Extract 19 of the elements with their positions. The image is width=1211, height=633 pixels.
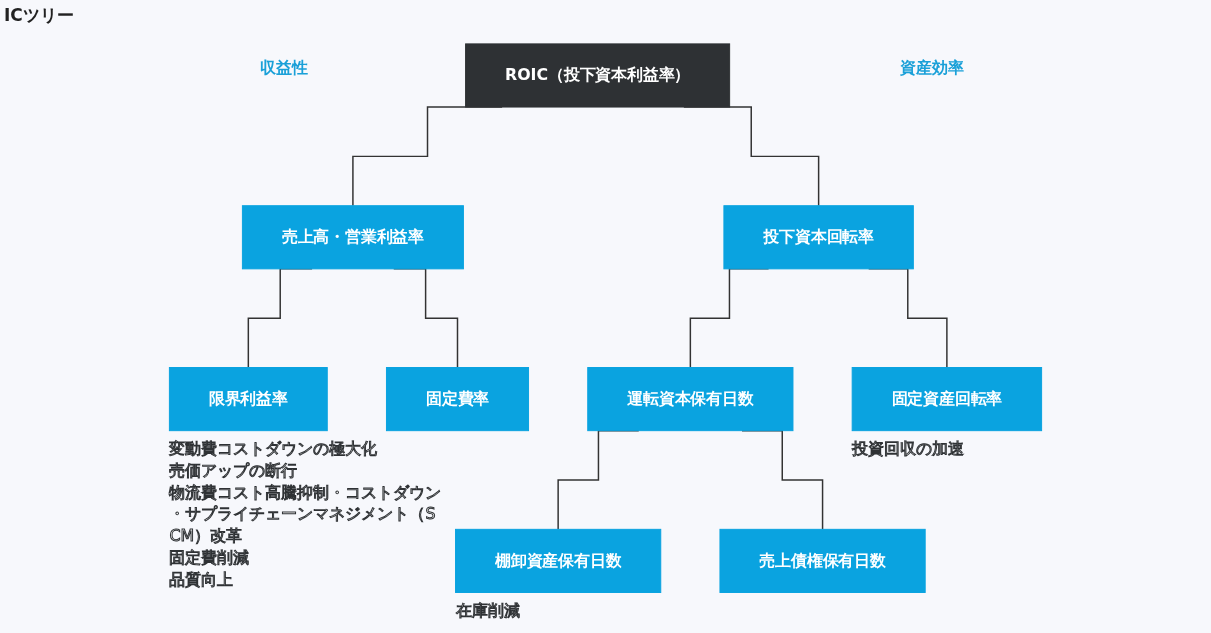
note-text: 物流費コスト高騰抑制・コストダウン・サプライチェーンマネジメント（SCM）改革: [169, 482, 442, 546]
note-text: 変動費コストダウンの極大化: [169, 439, 378, 459]
category-label: 収益性: [260, 58, 308, 79]
node-box: 棚卸資産保有日数: [455, 528, 662, 593]
note-text: 売価アップの断行: [169, 461, 298, 481]
node-box: ROIC（投下資本利益率）: [465, 43, 731, 108]
node-box: 売上債権保有日数: [719, 528, 926, 593]
node-box: 投下資本回転率: [723, 205, 914, 270]
node-box: 売上高・営業利益率: [241, 205, 464, 270]
note-text: 投資回収の加速: [852, 439, 965, 459]
diagram-title: ICツリー: [4, 4, 74, 27]
node-box: 限界利益率: [168, 367, 328, 432]
note-text: 品質向上: [169, 569, 234, 589]
node-box: 固定費率: [385, 367, 530, 432]
category-label: 資産効率: [900, 58, 964, 79]
node-box: 固定資産回転率: [851, 367, 1043, 432]
note-text: 固定費削減: [169, 547, 250, 567]
node-box: 運転資本保有日数: [587, 367, 794, 432]
note-text: 在庫削減: [455, 601, 520, 621]
